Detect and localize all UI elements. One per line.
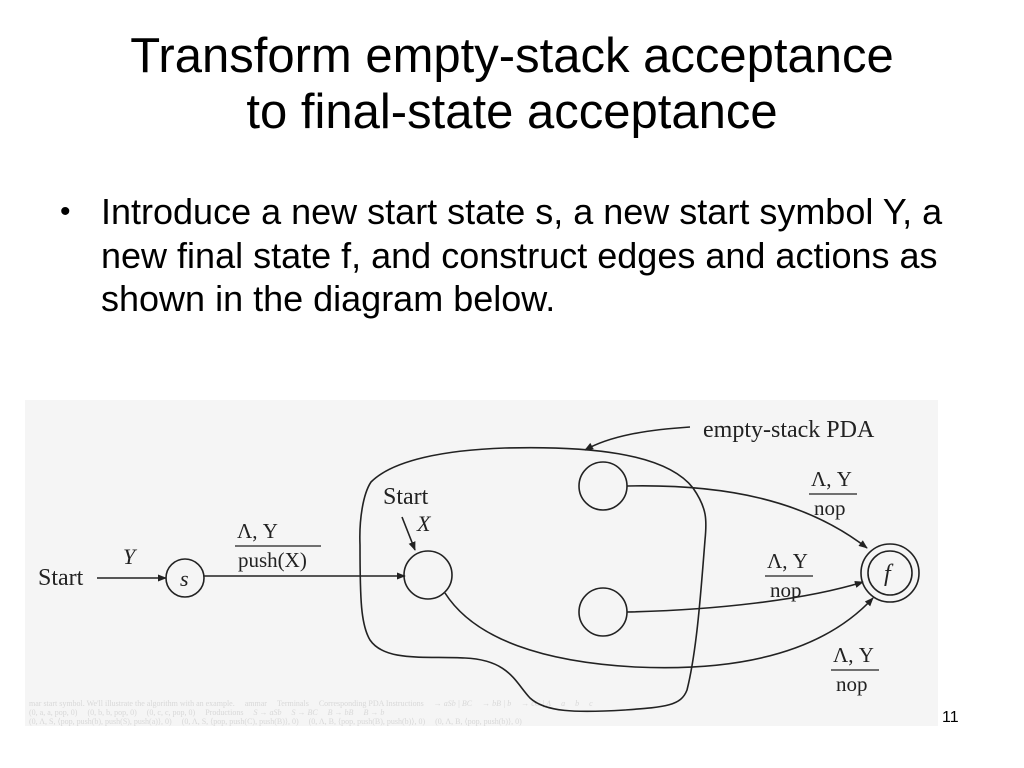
page-number: 11	[942, 709, 959, 726]
ghost-production-instr: (0, Λ, B, ⟨pop, push(B), push(b)⟩, 0)	[308, 717, 426, 726]
pda-state-lower	[578, 587, 628, 637]
state-s-label: s	[180, 566, 189, 591]
pda-start-state	[403, 550, 453, 600]
ghost-production: B → bB	[327, 708, 354, 717]
ghost-row-1: mar start symbol. We'll illustrate the a…	[29, 699, 934, 708]
nop-edge-2-bottom: nop	[770, 578, 802, 602]
final-state-inner	[867, 550, 913, 596]
pda-diagram-svg: Start Y s Λ, Y push(X) Start X empty-sta…	[38, 417, 920, 713]
ghost-header-grammar: ammar	[244, 699, 267, 708]
ghost-grammar-row: → cC | Λ	[521, 699, 552, 708]
final-state-label: f	[884, 561, 894, 587]
inner-start-symbol: X	[416, 511, 432, 536]
ghost-terminal-instr: (0, c, c, pop, 0)	[146, 708, 196, 717]
push-edge-top: Λ, Y	[237, 519, 278, 543]
bullet-text: Introduce a new start state s, a new sta…	[101, 191, 943, 319]
slide-title: Transform empty-stack acceptance to fina…	[0, 28, 1024, 140]
final-state-outer	[860, 543, 920, 603]
inner-start-label: Start	[383, 484, 429, 510]
nop-edge-1	[626, 485, 868, 549]
ghost-production-instr: (0, Λ, B, ⟨pop, push(b)⟩, 0)	[435, 717, 522, 726]
ghost-production: S → aSb	[253, 708, 282, 717]
ghost-terminal: c	[589, 699, 593, 708]
ghost-row-3: (0, Λ, S, ⟨pop, push(b), push(S), push(a…	[29, 717, 934, 726]
state-s	[165, 558, 205, 598]
ghost-productions-header: Productions	[205, 708, 244, 717]
ghost-terminal-instr: (0, b, b, pop, 0)	[87, 708, 137, 717]
pda-label-arrow	[584, 426, 691, 451]
title-line-2: to final-state acceptance	[246, 85, 778, 139]
pda-label: empty-stack PDA	[703, 417, 875, 443]
push-edge-bottom: push(X)	[238, 548, 307, 572]
nop-edge-2	[626, 580, 864, 613]
inner-start-arrow	[401, 516, 416, 551]
ghost-production: S → BC	[291, 708, 318, 717]
nop-edge-2-top: Λ, Y	[767, 549, 808, 573]
pda-diagram: mar start symbol. We'll illustrate the a…	[25, 400, 938, 726]
nop-edge-3-bottom: nop	[836, 672, 868, 696]
ghost-production-instr: (0, Λ, S, ⟨pop, push(C), push(B)⟩, 0)	[181, 717, 299, 726]
ghost-terminal-instr: (0, a, a, pop, 0)	[29, 708, 78, 717]
ghost-line-1: mar start symbol. We'll illustrate the a…	[29, 699, 235, 708]
title-line-1: Transform empty-stack acceptance	[130, 29, 894, 83]
nop-edge-1-bottom: nop	[814, 496, 846, 520]
nop-edge-3	[444, 592, 874, 669]
start-symbol-label: Y	[123, 544, 138, 569]
nop-edge-3-top: Λ, Y	[833, 643, 874, 667]
ghost-production-instr: (0, Λ, S, ⟨pop, push(b), push(S), push(a…	[29, 717, 172, 726]
start-label: Start	[38, 565, 84, 591]
ghost-header-instructions: Corresponding PDA Instructions	[318, 699, 424, 708]
bullet-icon: •	[60, 195, 71, 228]
ghost-row-2: (0, a, a, pop, 0) (0, b, b, pop, 0) (0, …	[29, 708, 934, 717]
pda-boundary	[359, 446, 707, 713]
nop-edge-1-top: Λ, Y	[811, 467, 852, 491]
ghost-terminal: a	[561, 699, 566, 708]
bullet-point: • Introduce a new start state s, a new s…	[60, 190, 970, 321]
pda-state-upper	[578, 461, 628, 511]
ghost-grammar-row: → bB | b	[482, 699, 512, 708]
ghost-grammar-row: → aSb | BC	[433, 699, 473, 708]
ghost-terminal: b	[575, 699, 580, 708]
ghost-header-terminals: Terminals	[276, 699, 309, 708]
ghost-production: B → b	[363, 708, 385, 717]
